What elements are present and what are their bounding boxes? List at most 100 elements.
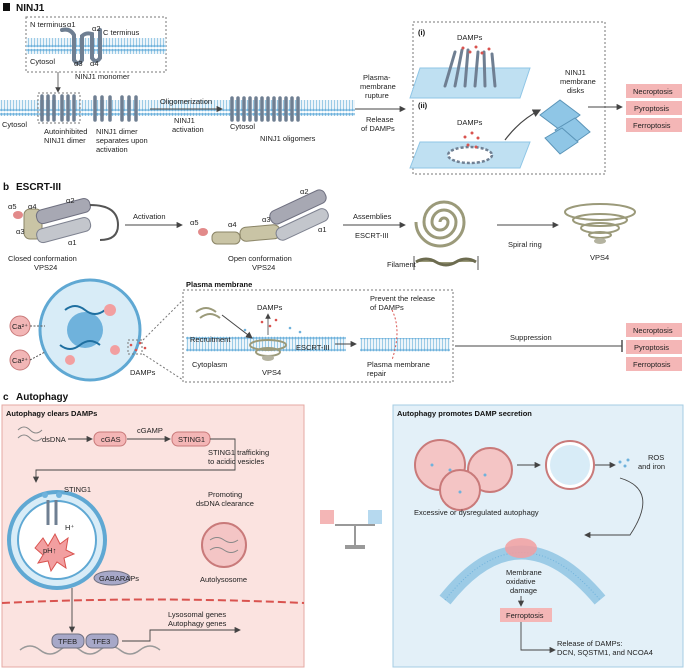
membrane-label-1: Membrane <box>506 568 542 577</box>
calcium-label-1: Ca²⁺ <box>12 322 28 331</box>
membrane-disks <box>539 99 591 155</box>
h-plus-label: H⁺ <box>65 523 74 532</box>
disk-release-arrow <box>504 109 542 141</box>
dna-helix <box>19 645 161 655</box>
cgamp-label: cGAMP <box>137 426 163 435</box>
recruited-filament <box>195 307 221 319</box>
open-a5: α5 <box>190 218 199 227</box>
dysregulated-vesicles <box>414 439 513 511</box>
dimer-sep-label-1: NINJ1 dimer <box>96 127 138 136</box>
plasma-membrane-title: Plasma membrane <box>186 280 252 289</box>
prevent-label-1: Prevent the release <box>370 294 435 303</box>
prevent-label-2: of DAMPs <box>370 303 404 312</box>
open-vps24 <box>198 189 329 245</box>
damps-cell-label: DAMPs <box>130 368 156 377</box>
activation-label-2: activation <box>172 125 204 134</box>
outcomes-b: Necroptosis Pyroptosis Ferroptosis <box>626 323 682 371</box>
membrane-label-2: oxidative <box>506 577 536 586</box>
open-a1: α1 <box>318 225 327 234</box>
closed-vps24 <box>13 198 120 244</box>
calcium-label-2: Ca²⁺ <box>12 356 28 365</box>
damps-i-label: DAMPs <box>457 33 483 42</box>
separating-dimer <box>93 95 138 122</box>
sting1-trafficking-arrow <box>32 438 236 483</box>
ph-label: pH↑ <box>43 546 56 555</box>
nuclear-envelope <box>1 598 305 604</box>
recruitment-label: Recruitment <box>190 335 231 344</box>
gabaraps-label: GABARAPs <box>99 574 139 583</box>
damps-ii-dots <box>463 131 480 149</box>
activation-label-1: NINJ1 <box>174 116 195 125</box>
outcome-b-necroptosis <box>626 323 682 337</box>
damps-pm-dots <box>243 318 302 334</box>
outcome-b-ferroptosis-label: Ferroptosis <box>633 360 671 369</box>
zoom-line-top <box>142 299 184 341</box>
panel-i-membrane <box>409 48 531 99</box>
outcome-b-necroptosis-label: Necroptosis <box>633 326 673 335</box>
open-a2: α2 <box>300 187 309 196</box>
tfe3-box <box>85 633 119 649</box>
recruitment-arrow <box>221 314 253 339</box>
sting1-head-2 <box>56 492 62 498</box>
filament-graphic <box>415 257 477 267</box>
closed-a5: α5 <box>8 202 17 211</box>
autoinhibited-label-1: Autoinhibited <box>44 127 87 136</box>
closed-a1: α1 <box>68 238 77 247</box>
dimer-sep-label-3: activation <box>96 145 128 154</box>
dsdna-graphic <box>17 426 43 442</box>
disks-label-3: disks <box>567 86 584 95</box>
repair-label-1: Plasma membrane <box>367 360 430 369</box>
section-a-letter: a <box>3 3 9 14</box>
gene-expression-arrow <box>122 626 241 642</box>
panel-ii-label: (ii) <box>418 101 428 110</box>
ros-to-membrane-arrow <box>584 477 644 539</box>
release-label-2: DCN, SQSTM1, and NCOA4 <box>557 648 653 657</box>
escrt-cone-pm <box>249 339 287 361</box>
disks-label-1: NINJ1 <box>565 68 586 77</box>
autolysosome-right-lumen <box>550 445 590 485</box>
cytosol-top-label: Cytosol <box>30 57 55 66</box>
escrt-pm-label: ESCRT-III <box>296 343 330 352</box>
panel-i-label: (i) <box>418 28 426 37</box>
outcome-a-necroptosis-label: Necroptosis <box>633 87 673 96</box>
vps4-spiral-cone <box>564 203 636 244</box>
alpha4-label: α4 <box>90 59 99 68</box>
ninj1-monomer-protein <box>60 27 102 65</box>
ferroptosis-box <box>500 608 552 622</box>
oligomers-label: NINJ1 oligomers <box>260 134 316 143</box>
alpha1-label: α1 <box>67 20 76 29</box>
outcome-b-pyroptosis-label: Pyroptosis <box>634 343 669 352</box>
repair-label-2: repair <box>367 369 387 378</box>
autolysosome-dna <box>209 537 239 553</box>
outcome-a-ferroptosis <box>626 118 682 132</box>
release-label-1: Release of DAMPs: <box>557 639 622 648</box>
balance-scale <box>320 510 382 549</box>
escrt-iii-label: ESCRT-III <box>355 231 389 240</box>
section-c-title: Autophagy <box>16 392 69 403</box>
cytosol-left-label: Cytosol <box>2 120 27 129</box>
monomer-membrane <box>26 38 166 54</box>
trafficking-label-1: STING1 trafficking <box>208 448 269 457</box>
cell-graphic <box>38 278 142 382</box>
genes-label-1: Lysosomal genes <box>168 610 226 619</box>
sting1-head-1 <box>42 492 48 498</box>
open-label-1: Open conformation <box>228 254 292 263</box>
closed-a3: α3 <box>16 227 25 236</box>
gabaraps-shape <box>93 570 131 586</box>
ferroptosis-release-arrow <box>520 622 556 654</box>
tfeb-box <box>51 633 85 649</box>
closed-label-2: VPS24 <box>34 263 57 272</box>
section-b-title: ESCRT-III <box>16 182 61 193</box>
monomer-box <box>25 16 167 73</box>
cytosol-mid-label: Cytosol <box>230 122 255 131</box>
cgas-box <box>93 431 127 447</box>
autophagy-promotes-title: Autophagy promotes DAMP secretion <box>397 409 532 418</box>
n-terminus-label: N terminus <box>30 20 67 29</box>
ros-label-2: and iron <box>638 462 665 471</box>
tfeb-label: TFEB <box>58 637 77 646</box>
alpha2-label: α2 <box>92 24 101 33</box>
rupture-label-3: rupture <box>365 91 389 100</box>
section-a: a NINJ1 N terminus C terminus α1 α2 α3 α… <box>0 3 682 175</box>
autolysosome-label: Autolysosome <box>200 575 247 584</box>
